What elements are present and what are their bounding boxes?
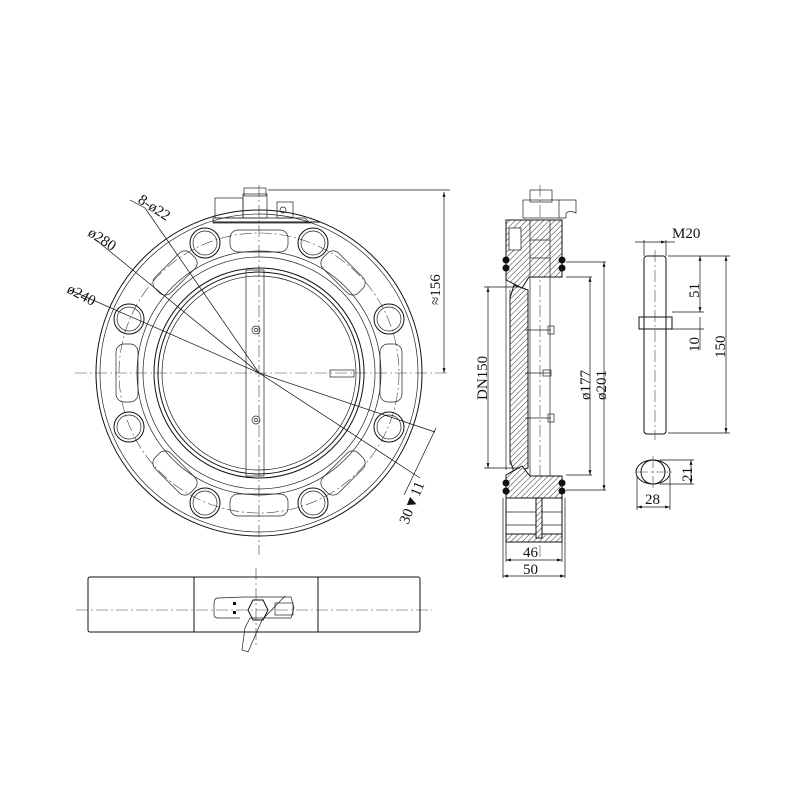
stem-pin-bottom: [251, 415, 261, 425]
shaft-collar: [638, 316, 673, 330]
label-w46: 46: [523, 545, 539, 561]
label-h21: 21: [680, 467, 696, 482]
label-height-156: ≈156: [428, 274, 444, 305]
flange-outer-circle-2: [99, 213, 419, 533]
label-w50: 50: [523, 562, 538, 578]
label-d177: ø177: [578, 370, 594, 401]
disc-circle: [161, 275, 357, 471]
top-view-handle: [217, 595, 295, 653]
flange-outer-circle: [95, 209, 423, 537]
rib-slots: [115, 229, 403, 517]
label-m20: M20: [672, 226, 700, 242]
lower-body-section: [505, 465, 563, 499]
disc-stem: [245, 269, 265, 477]
label-d201: ø201: [594, 370, 610, 400]
top-view: [76, 568, 432, 653]
label-len51: 51: [687, 283, 703, 298]
o-ring-seals: [502, 256, 566, 495]
end-detail: 21 28: [635, 456, 696, 510]
pcd-circle: [118, 232, 400, 514]
stem-pin-top: [251, 325, 261, 335]
label-len10: 10: [687, 337, 703, 352]
label-len150: 150: [713, 336, 729, 359]
top-handle: [212, 187, 320, 224]
front-view: 8-ø22 ø280 ø240 ≈156 30▼11: [64, 185, 450, 555]
side-section-view: DN150 ø177 ø201 46 50: [475, 185, 610, 578]
leader-bolt-holes: [144, 207, 260, 374]
bolt-holes: [113, 227, 405, 519]
shaft-detail: M20 51 10 150: [635, 226, 730, 440]
leader-280: [95, 239, 260, 374]
disc-section: [509, 284, 529, 473]
label-slot: 30▼11: [397, 479, 428, 526]
hex-nut-icon: [247, 599, 269, 621]
label-dn150: DN150: [475, 356, 491, 400]
label-od-280: ø280: [85, 225, 119, 255]
label-w28: 28: [645, 492, 660, 508]
rib-ring-inner-2: [142, 256, 376, 490]
label-bolt-holes: 8-ø22: [135, 192, 173, 224]
slot-dim-line: [403, 427, 437, 496]
leader-240: [69, 289, 260, 374]
top-view-body: [87, 576, 421, 633]
seat-circle: [157, 271, 361, 475]
bore-circle: [153, 267, 365, 479]
disc-pin: [329, 369, 355, 378]
label-pcd-240: ø240: [64, 281, 98, 309]
rib-ring-inner: [136, 250, 382, 496]
